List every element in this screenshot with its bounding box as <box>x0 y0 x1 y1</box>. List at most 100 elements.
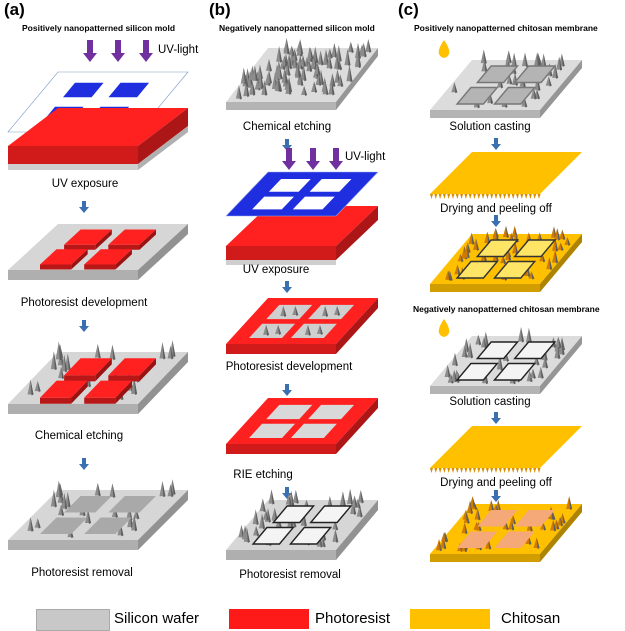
window-b4-2 <box>249 423 296 439</box>
step-arrow-a2-shaft <box>82 320 86 327</box>
chitosan-c2-tip-6 <box>455 194 459 199</box>
step-arrow-c1-shaft <box>494 138 498 145</box>
chitosan-c5-tip-2 <box>438 468 442 473</box>
resist-a3-0-front <box>64 375 96 382</box>
step-arrow-b2-head <box>282 287 292 293</box>
spike-a3-26-shade <box>172 340 176 358</box>
mask-a-square-0 <box>63 82 104 98</box>
wafer-a1-front <box>8 164 138 170</box>
spike-c1-13-shade <box>509 75 513 85</box>
spike-c4-28-shade <box>470 342 474 359</box>
caption-a-photoresist-development: Photoresist development <box>20 297 148 309</box>
spike-c6-40-shade <box>536 537 540 549</box>
chitosan-c5-tip-6 <box>455 468 459 473</box>
wafer-b1-front <box>226 102 336 110</box>
caption-a-chemical-etching: Chemical etching <box>34 430 124 442</box>
spike-c3-35-shade <box>495 227 499 238</box>
uv-arrow-b2-head <box>306 161 320 170</box>
spike-b1-23-shade <box>303 63 307 82</box>
spike-c4-51-shade <box>454 369 458 382</box>
resist-a2-3-side <box>115 249 132 270</box>
spike-b1-73-shade <box>329 48 333 59</box>
spike-b5-30-shade <box>255 509 259 526</box>
step-arrow-c3-head <box>491 418 501 424</box>
spike-c1-51-shade <box>454 82 458 94</box>
spike-a3-2-shade <box>67 353 71 371</box>
spike-b1-48-shade <box>309 59 313 73</box>
step-arrow-c2-head <box>491 221 501 227</box>
pad-a4-0 <box>64 496 112 513</box>
spike-c6-42-shade <box>469 500 473 515</box>
chitosan-c5-tip-13 <box>485 468 489 473</box>
spike-a4-35-shade <box>30 516 34 532</box>
window-b5-1 <box>309 505 353 524</box>
uv-arrow-a1-shaft <box>87 40 93 54</box>
spike-b1-18-shade <box>315 46 319 64</box>
chitosan-c2-tip-24 <box>533 194 537 199</box>
chitosan-c2-tip-23 <box>528 194 532 199</box>
spike-b1-63-shade <box>317 62 321 75</box>
spike-b1-44-shade <box>350 41 354 54</box>
resist-a3-0 <box>64 358 112 376</box>
caption-a-uv-exposure: UV exposure <box>51 178 119 190</box>
resist-a2-2 <box>40 249 88 265</box>
spike-c3-37-shade <box>457 264 461 276</box>
spike-b3-3b-shade <box>319 324 323 335</box>
step-arrow-c1-head <box>491 144 501 150</box>
chitosan-c2-tip-4 <box>447 194 451 199</box>
wafer-b5-side <box>336 500 378 560</box>
spike-b5-28-shade <box>262 498 266 513</box>
spike-a4-39-shade <box>170 484 174 498</box>
spike-b1-72-shade <box>268 69 272 84</box>
spike-b1-32-shade <box>349 64 353 83</box>
resist-a3-1 <box>108 358 156 376</box>
window-b3-0 <box>266 304 313 320</box>
window-b4-1 <box>308 404 355 420</box>
chitosan-c2-tip-12 <box>481 194 485 199</box>
chitosan-c5-tip-17 <box>503 468 507 473</box>
uv-arrow-b3-head <box>329 161 343 170</box>
spike-c4-40-shade <box>532 368 536 379</box>
spike-b1-17-shade <box>268 58 272 72</box>
window-b3-2 <box>249 323 296 339</box>
wafer-a3-side <box>138 352 188 414</box>
window-b5-2 <box>251 526 295 545</box>
spike-a3-27-shade <box>64 354 68 373</box>
chitosan-c2-tip-1 <box>434 194 438 199</box>
uv-arrow-a2-shaft <box>115 40 121 54</box>
wafer-b1-side <box>336 48 378 110</box>
uv-light-label-a: UV-light <box>158 44 199 56</box>
chitosan-c5-tip-9 <box>468 468 472 473</box>
resist-a2-0-side <box>95 229 112 250</box>
chitosan-c5-tip-10 <box>473 468 476 473</box>
spike-b1-71-shade <box>338 45 342 62</box>
spike-c3-32-shade <box>466 244 470 259</box>
chitosan-c2-tip-3 <box>442 194 446 199</box>
chitosan-c5-tip-12 <box>481 468 485 473</box>
spike-b3-2a-shade <box>266 324 270 336</box>
photoresist-b3-side <box>336 298 378 354</box>
spike-b1-60-shade <box>300 75 304 87</box>
spike-c3-38-shade <box>515 241 519 255</box>
chitosan-c5-tip-4 <box>447 468 451 473</box>
chitosan-c5-tip-23 <box>528 468 532 473</box>
spike-b1-68-shade <box>277 76 281 92</box>
wafer-b2-front <box>226 260 336 265</box>
spike-c1-11-shade <box>524 52 528 68</box>
chitosan-c2-tip-22 <box>524 194 528 199</box>
step-arrow-c4-head <box>491 496 501 502</box>
step-arrow-a1-head <box>79 207 89 213</box>
chitosan-c5-tip-0 <box>430 468 433 473</box>
spike-a3-32-shade <box>112 344 116 361</box>
step-arrow-b2-shaft <box>285 281 289 288</box>
chitosan-c2-tip-5 <box>451 194 455 199</box>
spike-b1-27-shade <box>289 53 293 70</box>
step-arrow-b3-head <box>282 390 292 396</box>
spike-a4-43-shade <box>58 480 62 499</box>
spike-c6-23-shade <box>464 522 468 535</box>
spike-c1-15-shade <box>561 53 565 67</box>
chitosan-c2-tip-13 <box>485 194 489 199</box>
spike-c3-18-shade <box>467 242 471 254</box>
spike-c3-46-shade <box>476 238 480 251</box>
